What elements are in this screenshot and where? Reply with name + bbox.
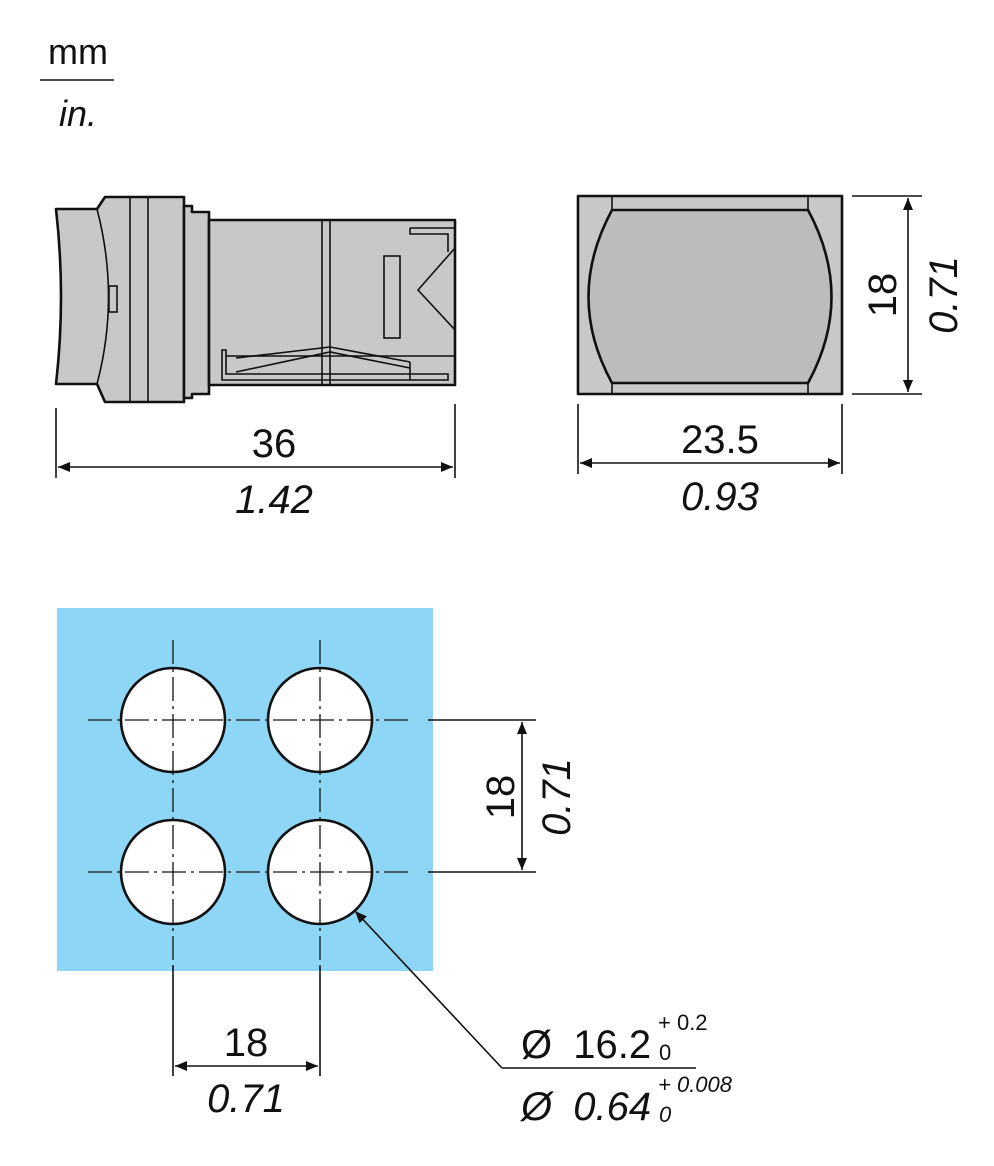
hole-tol-mm-upper: + 0.2: [658, 1010, 708, 1035]
unit-mm-label: mm: [48, 31, 108, 72]
side-view-cap: [54, 195, 186, 404]
cutout-vertical-mm: 18: [479, 775, 523, 820]
front-view: [576, 194, 844, 396]
side-view: [54, 195, 457, 404]
side-length-dimension: 36 1.42: [55, 404, 456, 522]
side-view-body: [207, 218, 457, 387]
front-height-in: 0.71: [922, 256, 966, 334]
unit-in-label: in.: [59, 93, 97, 134]
cutout-horizontal-in: 0.71: [207, 1077, 285, 1121]
side-length-mm: 36: [252, 422, 297, 466]
front-height-mm: 18: [861, 273, 905, 318]
panel-cutout: [57, 608, 433, 971]
front-height-dimension: 18 0.71: [852, 195, 966, 395]
cutout-vertical-dimension: 18 0.71: [428, 719, 579, 873]
hole-diameter-mm: 16.2: [573, 1023, 651, 1067]
units-legend: mm in.: [40, 31, 114, 134]
cutout-horizontal-mm: 18: [224, 1021, 269, 1065]
hole-tol-in-upper: + 0.008: [658, 1072, 733, 1097]
hole-diameter-in: 0.64: [573, 1085, 651, 1129]
hole-diameter-mm-text: Ø 16.2: [521, 1023, 651, 1067]
mounting-panel: [57, 608, 433, 971]
front-view-lens: [587, 208, 833, 385]
cutout-horizontal-dimension: 18 0.71: [172, 966, 321, 1121]
side-view-collar: [182, 204, 211, 400]
front-width-in: 0.93: [681, 475, 759, 519]
cutout-vertical-in: 0.71: [535, 758, 579, 836]
hole-diameter-in-text: Ø 0.64: [519, 1085, 651, 1129]
hole-tol-in-lower: 0: [659, 1102, 672, 1127]
hole-diameter-callout: Ø 16.2 + 0.2 0 Ø 0.64 + 0.008 0: [354, 910, 733, 1129]
diameter-symbol-in: Ø: [519, 1085, 555, 1129]
front-width-mm: 23.5: [681, 418, 759, 462]
hole-tol-mm-lower: 0: [659, 1040, 671, 1065]
diameter-symbol: Ø: [521, 1023, 552, 1067]
front-width-dimension: 23.5 0.93: [577, 404, 843, 519]
side-length-in: 1.42: [235, 478, 313, 522]
